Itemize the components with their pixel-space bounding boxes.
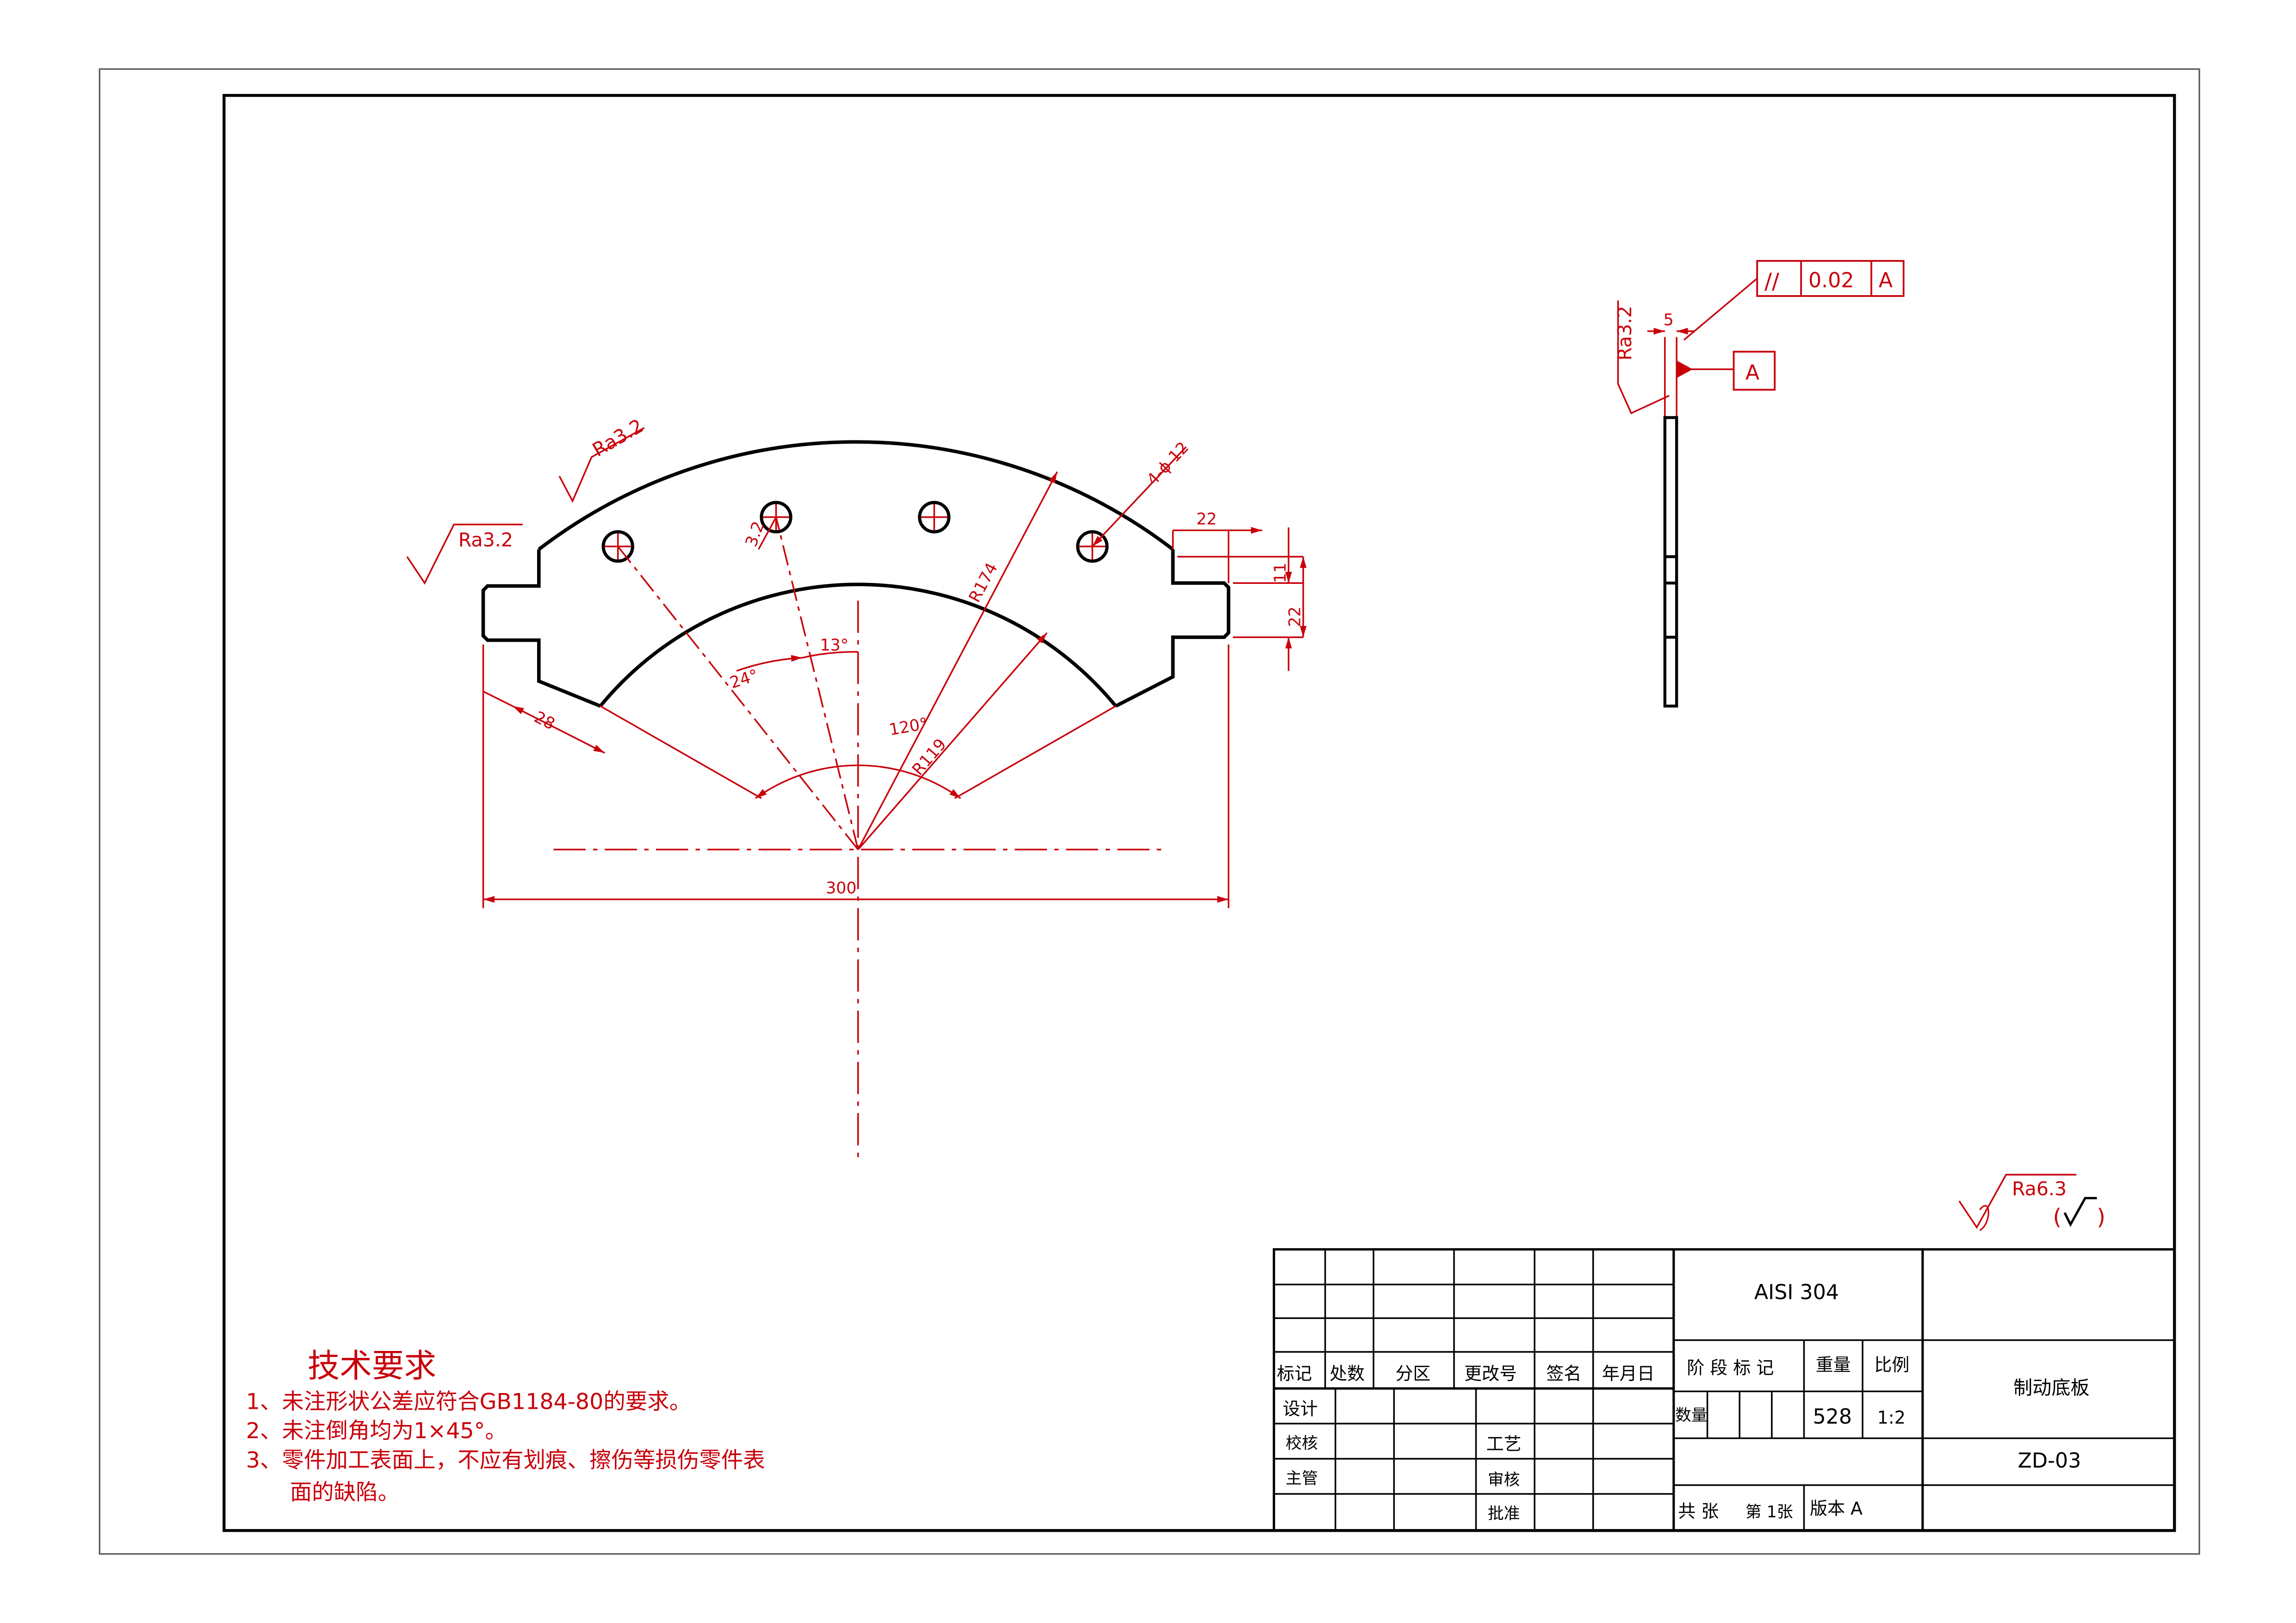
inner-frame — [223, 94, 2176, 1532]
roughness-check-icon — [2063, 1197, 2097, 1227]
tb-label-review: 审核 — [1488, 1471, 1520, 1489]
dim-angle-120: 120° — [888, 714, 929, 739]
tb-label-weight: 重量 — [1816, 1355, 1851, 1375]
tb-label-design: 设计 — [1283, 1399, 1318, 1419]
tb-drawing-no: ZD-03 — [2018, 1449, 2081, 1473]
dim-r174: R174 — [965, 560, 1002, 606]
tb-label-process: 工艺 — [1486, 1434, 1522, 1454]
tb-label-scale: 比例 — [1874, 1355, 1909, 1375]
hole-1 — [601, 530, 634, 563]
tolerance-datum-ref: A — [1879, 269, 1893, 292]
roughness-paren-close: ) — [2097, 1205, 2106, 1230]
tb-label-stage: 阶 段 标 记 — [1687, 1357, 1774, 1378]
tb-label-zone: 分区 — [1395, 1363, 1430, 1384]
tb-weight: 528 — [1813, 1405, 1852, 1429]
part-outline — [481, 440, 1231, 708]
hole-4 — [1076, 530, 1109, 563]
tb-label-chief: 主管 — [1286, 1469, 1318, 1488]
side-view — [1663, 416, 1678, 708]
tb-sheets-total: 共 张 — [1678, 1501, 1719, 1522]
datum-triangle — [1677, 360, 1693, 378]
tb-label-change-no: 更改号 — [1464, 1363, 1517, 1384]
dim-slot-depth: 11 — [1271, 563, 1290, 583]
roughness-left: Ra3.2 — [458, 529, 513, 551]
tb-label-approve: 批准 — [1488, 1505, 1520, 1523]
tech-req-item-1: 1、未注形状公差应符合GB1184-80的要求。 — [246, 1389, 691, 1414]
tb-label-check: 校核 — [1286, 1434, 1318, 1453]
tb-version: 版本 A — [1810, 1498, 1863, 1518]
hole-3 — [918, 501, 951, 533]
tb-material: AISI 304 — [1754, 1281, 1839, 1304]
roughness-side: Ra3.2 — [1614, 306, 1636, 360]
dim-edge-28: 28 — [531, 708, 558, 734]
tb-label-sign: 签名 — [1546, 1363, 1581, 1384]
tech-req-item-3a: 3、零件加工表面上，不应有划痕、擦伤等损伤零件表 — [246, 1448, 765, 1473]
dim-hole-pitch: 3.2 — [742, 519, 768, 550]
dim-slot-height: 22 — [1286, 607, 1305, 627]
tb-label-mark: 标记 — [1277, 1363, 1312, 1384]
roughness-arc: Ra3.2 — [588, 415, 647, 461]
tolerance-symbol: // — [1764, 269, 1779, 294]
datum-label: A — [1745, 361, 1759, 384]
tolerance-frame — [1733, 260, 1989, 1231]
dim-angle-13: 13° — [820, 636, 849, 655]
tech-req-item-2: 2、未注倒角均为1×45°。 — [246, 1419, 507, 1444]
tb-label-date: 年月日 — [1602, 1363, 1655, 1384]
outer-border — [99, 68, 2200, 1555]
dim-hole-spec: 4-ϕ 12 — [1143, 439, 1192, 489]
dim-thickness: 5 — [1664, 311, 1674, 329]
tb-label-qty: 数量 — [1675, 1406, 1708, 1425]
tb-part-name: 制动底板 — [2013, 1377, 2090, 1399]
dim-angle-24: 24° — [728, 666, 761, 693]
tb-label-count: 处数 — [1330, 1363, 1365, 1384]
tb-sheet-no: 第 1张 — [1745, 1503, 1793, 1522]
tolerance-value: 0.02 — [1808, 269, 1854, 292]
tb-scale: 1:2 — [1877, 1407, 1906, 1428]
roughness-paren-open: ( — [2053, 1205, 2062, 1230]
title-block — [1273, 1248, 2176, 1532]
hole-2 — [760, 501, 792, 533]
tech-req-item-3b: 面的缺陷。 — [290, 1480, 400, 1505]
roughness-general: Ra6.3 — [2012, 1177, 2067, 1200]
dimension-lines — [406, 260, 2077, 1229]
dim-slot-width: 22 — [1196, 510, 1217, 529]
mounting-holes — [601, 501, 1109, 563]
tech-req-title: 技术要求 — [308, 1347, 437, 1385]
dim-300: 300 — [826, 879, 856, 898]
